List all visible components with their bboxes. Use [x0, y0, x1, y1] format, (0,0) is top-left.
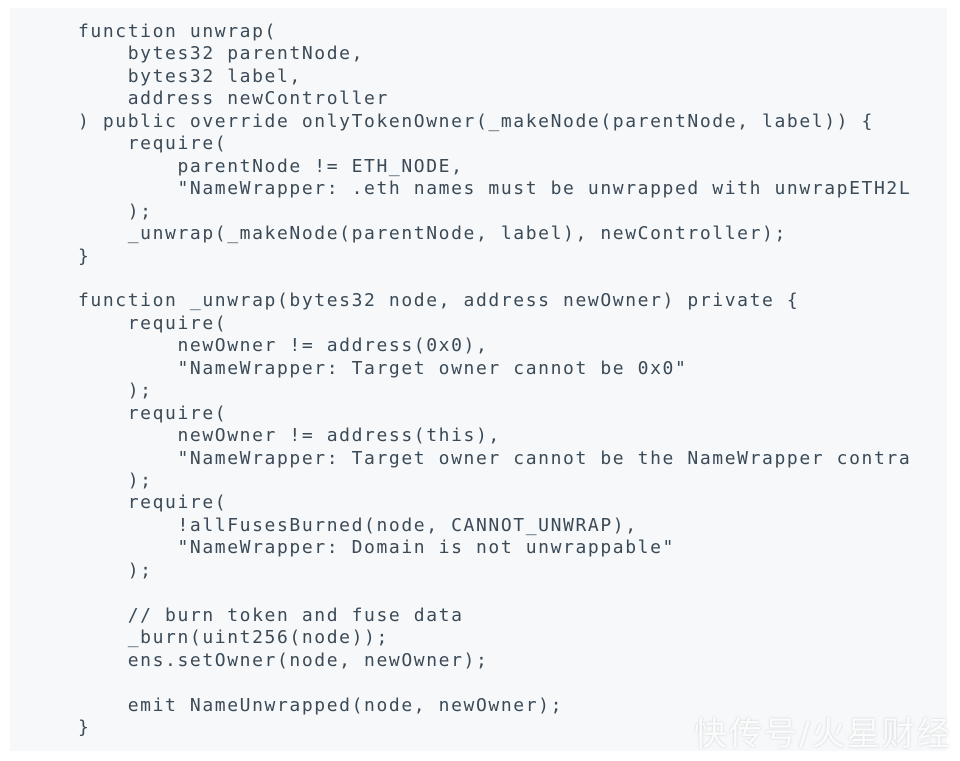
code-line: require( — [78, 402, 228, 424]
code-line: ); — [78, 470, 153, 491]
code-line: bytes32 label, — [78, 65, 302, 87]
code-line: !allFusesBurned(node, CANNOT_UNWRAP), — [78, 514, 638, 536]
code-line: require( — [78, 492, 228, 514]
code-line: ens.setOwner(node, newOwner); — [78, 649, 489, 671]
code-line: bytes32 parentNode, — [78, 43, 365, 65]
code-line: ); — [78, 380, 153, 402]
code-line: _unwrap(_makeNode(parentNode, label), ne… — [78, 223, 787, 245]
code-line: require( — [78, 133, 228, 155]
code-line: ); — [78, 559, 153, 581]
code-panel: function unwrap( bytes32 parentNode, byt… — [10, 8, 947, 751]
code-line: } — [78, 716, 91, 738]
code-line: ) public override onlyTokenOwner(_makeNo… — [78, 110, 874, 132]
code-line: "NameWrapper: Target owner cannot be the… — [78, 447, 912, 469]
code-line: "NameWrapper: .eth names must be unwrapp… — [78, 178, 912, 200]
code-line: newOwner != address(0x0), — [78, 335, 489, 357]
watermark: 快传号/火星财经 — [693, 714, 952, 753]
code-line: require( — [78, 312, 228, 334]
code-line: // burn token and fuse data — [78, 604, 464, 626]
code-line: ); — [78, 200, 153, 222]
code-line: _burn(uint256(node)); — [78, 627, 389, 649]
code-line: address newController — [78, 88, 389, 110]
code-line: function _unwrap(bytes32 node, address n… — [78, 290, 800, 312]
code-line: function unwrap( — [78, 21, 277, 42]
code-line: "NameWrapper: Target owner cannot be 0x0… — [78, 357, 688, 379]
code-line: "NameWrapper: Domain is not unwrappable" — [78, 537, 675, 559]
code-line: parentNode != ETH_NODE, — [78, 155, 464, 177]
code-line: emit NameUnwrapped(node, newOwner); — [78, 694, 564, 716]
code-line: newOwner != address(this), — [78, 425, 501, 447]
code-line: } — [78, 245, 91, 267]
